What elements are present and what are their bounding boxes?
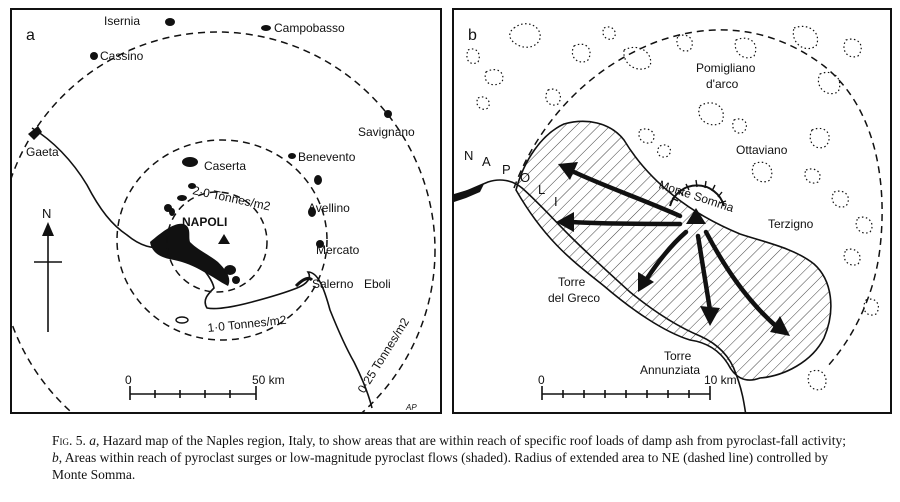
place-label: d'arco bbox=[706, 77, 739, 91]
contour-label-20: 2·0 Tonnes/m2 bbox=[191, 183, 272, 213]
contour-025 bbox=[12, 31, 436, 412]
svg-text:L: L bbox=[538, 182, 545, 197]
town-label: Campobasso bbox=[274, 21, 345, 35]
gaeta-promontory bbox=[28, 126, 42, 140]
salerno-coast bbox=[294, 276, 314, 288]
svg-text:I: I bbox=[554, 194, 558, 209]
place-label: Annunziata bbox=[640, 363, 700, 377]
place-label: Terzigno bbox=[768, 217, 814, 231]
panel-b-map: 0 10 km b Pomigliano d'arco Ottaviano Te… bbox=[452, 8, 892, 414]
place-label: Pomigliano bbox=[696, 61, 756, 75]
svg-text:P: P bbox=[502, 162, 511, 177]
napoli-coast-dark bbox=[454, 184, 484, 202]
town-label: Gaeta bbox=[26, 145, 59, 159]
scale-zero-a: 0 bbox=[125, 373, 132, 387]
place-label: Torre bbox=[558, 275, 586, 289]
place-label: del Greco bbox=[548, 291, 600, 305]
panel-a-map: N 0 50 km a Isernia Campobasso Cassino G… bbox=[10, 8, 442, 414]
scale-zero-b: 0 bbox=[538, 373, 545, 387]
north-arrow bbox=[34, 222, 62, 332]
figure-caption: Fig. 5. a, Hazard map of the Naples regi… bbox=[52, 432, 852, 483]
contour-20 bbox=[166, 191, 268, 293]
caption-letter-a: a bbox=[89, 433, 97, 448]
monte-somma-ticks bbox=[671, 179, 727, 204]
town-label: Isernia bbox=[104, 14, 140, 28]
capri-island bbox=[175, 316, 189, 324]
vesuvius-marker bbox=[218, 234, 230, 244]
contour-label-025: 0·25 Tonnes/m2 bbox=[355, 315, 413, 395]
scale-bar-b bbox=[541, 386, 711, 400]
caption-text-a: , Hazard map of the Naples region, Italy… bbox=[96, 433, 846, 448]
napoli-vertical-label: N A P O L I bbox=[464, 148, 558, 209]
extended-area-dashed bbox=[513, 29, 883, 369]
town-label: Savignano bbox=[358, 125, 415, 139]
pyroclast-flow-arrows bbox=[569, 169, 781, 331]
coastline-b bbox=[454, 179, 747, 412]
north-label: N bbox=[42, 206, 51, 221]
figure-label: Fig. 5. bbox=[52, 433, 86, 448]
signature: AP bbox=[405, 403, 417, 412]
town-label: Caserta bbox=[204, 159, 246, 173]
scale-end-b: 10 km bbox=[704, 373, 737, 387]
town-label: Eboli bbox=[364, 277, 391, 291]
scale-bar-a bbox=[129, 386, 257, 400]
napoli-area bbox=[150, 223, 230, 286]
town-label: Avellino bbox=[308, 201, 350, 215]
svg-text:N: N bbox=[464, 148, 473, 163]
caption-letter-b: b bbox=[52, 450, 59, 465]
svg-text:A: A bbox=[482, 154, 491, 169]
panel-letter-b: b bbox=[468, 27, 477, 44]
town-label: Salerno bbox=[312, 277, 354, 291]
coastline-a bbox=[31, 127, 373, 409]
contour-10 bbox=[116, 139, 328, 341]
panel-b-svg: 0 10 km b Pomigliano d'arco Ottaviano Te… bbox=[454, 23, 883, 412]
place-label: Ottaviano bbox=[736, 143, 788, 157]
vesuvius-cone bbox=[686, 208, 706, 224]
hazard-area-shaded bbox=[515, 120, 832, 381]
caption-text-b: , Areas within reach of pyroclast surges… bbox=[52, 450, 829, 482]
dotted-town-outlines bbox=[466, 23, 879, 391]
svg-text:O: O bbox=[520, 170, 530, 185]
town-label: Mercato bbox=[316, 243, 360, 257]
place-label: Torre bbox=[664, 349, 692, 363]
scale-end-a: 50 km bbox=[252, 373, 285, 387]
contour-label-10: 1·0 Tonnes/m2 bbox=[207, 313, 288, 335]
panel-letter-a: a bbox=[26, 27, 35, 44]
town-label: Cassino bbox=[100, 49, 144, 63]
arrowheads bbox=[556, 162, 790, 336]
panel-a-svg: N 0 50 km a Isernia Campobasso Cassino G… bbox=[12, 14, 436, 412]
town-label: NAPOLI bbox=[182, 215, 227, 229]
town-label: Benevento bbox=[298, 150, 356, 164]
town-blobs bbox=[90, 18, 392, 284]
